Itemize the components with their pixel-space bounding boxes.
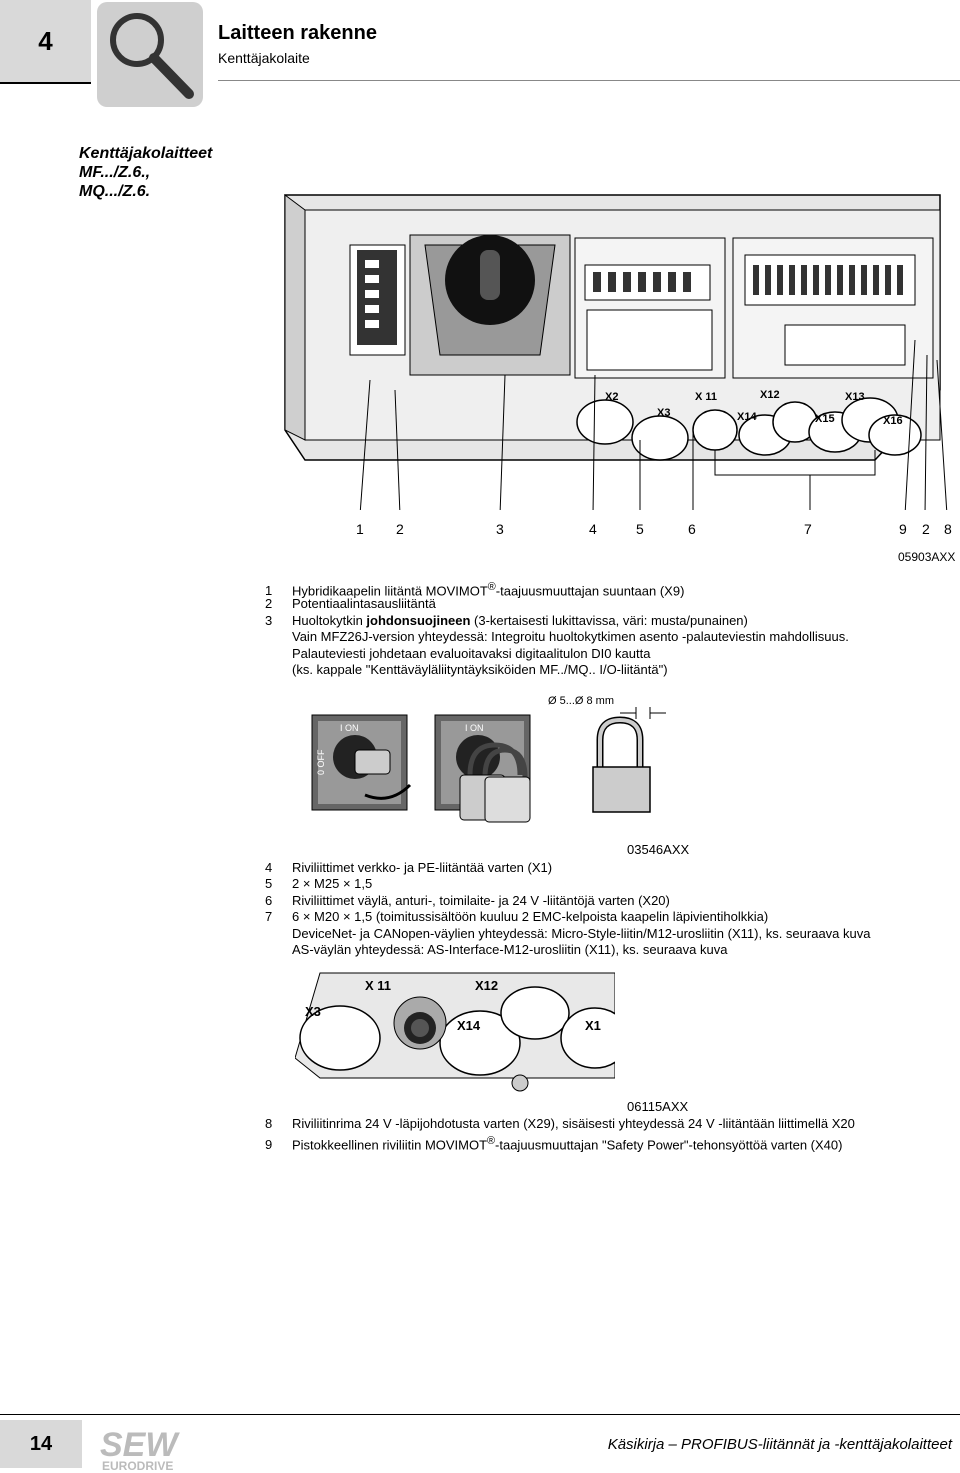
legend-text: Hybridikaapelin liitäntä MOVIMOT <box>292 583 488 599</box>
legend-text: -taajuusmuuttajan suuntaan (X9) <box>495 583 685 599</box>
legend-number: 9 <box>265 1137 273 1153</box>
connector-detail-figure: X 11 X12 X3 X14 X1 <box>295 972 615 1092</box>
legend-text: 6 × M20 × 1,5 (toimitussisältöön kuuluu … <box>292 909 769 924</box>
side-heading-line: Kenttäjakolaitteet <box>79 145 213 162</box>
callout-number: 7 <box>804 521 812 537</box>
legend-continuation: Palauteviesti johdetaan evaluoitavaksi d… <box>292 646 651 661</box>
callout-number: 6 <box>688 521 696 537</box>
legend-item: 3 Huoltokytkin johdonsuojineen (3-kertais… <box>265 613 748 630</box>
legend-continuation: Vain MFZ26J-version yhteydessä: Integroi… <box>292 629 849 644</box>
sew-eurodrive-logo: SEW EURODRIVE <box>100 1426 180 1472</box>
legend-number: 1 <box>265 583 273 599</box>
callout-number: 5 <box>636 521 644 537</box>
callout-number: 2 <box>922 521 930 537</box>
legend-item: 4 Riviliittimet verkko- ja PE-liitäntää v… <box>265 860 552 877</box>
switch-off-label: 0 OFF <box>316 749 326 775</box>
chapter-number-tab: 4 <box>0 0 91 84</box>
side-heading: Kenttäjakolaitteet MF.../Z.6., MQ.../Z.6… <box>79 144 259 201</box>
legend-continuation: DeviceNet- ja CANopen-väylien yhteydessä… <box>292 926 871 941</box>
legend-continuation: AS-väylän yhteydessä: AS-Interface-M12-u… <box>292 942 728 957</box>
callout-number: 3 <box>496 521 504 537</box>
switch-on-label: I ON <box>465 723 484 733</box>
registered-mark: ® <box>487 1135 496 1147</box>
chapter-number: 4 <box>38 25 53 56</box>
legend-number: 8 <box>265 1116 273 1131</box>
legend-item: 2 Potentiaalintasausliitäntä <box>265 596 436 613</box>
legend-text: Riviliittimet väylä, anturi-, toimilaite… <box>292 893 670 908</box>
magnifier-icon <box>97 2 203 107</box>
side-heading-line: MF.../Z.6., <box>79 164 151 181</box>
callout-number: 2 <box>396 521 404 537</box>
connector-label: X1 <box>585 1018 601 1033</box>
lock-diameter-label: Ø 5...Ø 8 mm <box>548 695 615 707</box>
legend-item: 5 2 × M25 × 1,5 <box>265 876 372 893</box>
figure-code: 03546AXX <box>627 842 690 857</box>
header-rule <box>218 80 960 81</box>
footer-rule <box>0 1414 960 1415</box>
connector-label: X3 <box>305 1004 321 1019</box>
legend-item: 1 Hybridikaapelin liitäntä MOVIMOT®-taaju… <box>265 579 684 600</box>
legend-number: 4 <box>265 860 273 875</box>
logo-subtext: EURODRIVE <box>102 1459 173 1472</box>
legend-number: 3 <box>265 613 273 628</box>
legend-number: 7 <box>265 909 273 924</box>
connector-label: X2 <box>605 391 618 403</box>
connector-label: X14 <box>457 1018 481 1033</box>
page-title: Laitteen rakenne <box>218 22 377 44</box>
footer-document-title: Käsikirja – PROFIBUS-liitännät ja -kentt… <box>607 1436 952 1453</box>
legend-number: 6 <box>265 893 273 908</box>
callout-number: 9 <box>899 521 907 537</box>
connector-label: X 11 <box>695 391 717 403</box>
field-distributor-figure: X2 X3 X 11 X12 X14 X15 X13 X16 <box>284 194 948 510</box>
legend-text: Huoltokytkin <box>292 613 367 628</box>
legend-number: 5 <box>265 876 273 891</box>
callout-number: 8 <box>944 521 952 537</box>
figure-code: 06115AXX <box>627 1099 689 1114</box>
legend-text: 2 × M25 × 1,5 <box>292 876 373 891</box>
legend-item: 8 Riviliitinrima 24 V -läpijohdotusta var… <box>265 1116 855 1133</box>
legend-item: 9 Pistokkeellinen riviliitin MOVIMOT®-taa… <box>265 1133 842 1154</box>
registered-mark: ® <box>487 581 496 593</box>
side-heading-line: MQ.../Z.6. <box>79 183 151 200</box>
connector-label: X12 <box>760 389 780 401</box>
connector-label: X14 <box>737 411 757 423</box>
switch-on-label: I ON <box>340 723 359 733</box>
legend-number: 2 <box>265 596 273 611</box>
logo-text: SEW <box>100 1426 180 1464</box>
legend-text: Potentiaalintasausliitäntä <box>292 596 436 611</box>
legend-item: 7 6 × M20 × 1,5 (toimitussisältöön kuuluu… <box>265 909 768 926</box>
connector-label: X3 <box>657 407 670 419</box>
connector-label: X 11 <box>365 978 391 993</box>
legend-continuation: (ks. kappale "Kenttäväyläliityntäyksiköi… <box>292 662 668 677</box>
connector-label: X15 <box>815 413 835 425</box>
legend-text: Pistokkeellinen riviliitin MOVIMOT <box>292 1137 488 1153</box>
page-number: 14 <box>0 1420 82 1468</box>
legend-item: 6 Riviliittimet väylä, anturi-, toimilait… <box>265 893 670 910</box>
switch-lock-figure: I ON 0 OFF I ON <box>311 707 666 823</box>
legend-text: Riviliittimet verkko- ja PE-liitäntää va… <box>292 860 553 875</box>
connector-label: X12 <box>475 978 498 993</box>
connector-label: X16 <box>883 415 903 427</box>
legend-text-bold: johdonsuojineen <box>366 613 471 628</box>
callout-number: 4 <box>589 521 597 537</box>
page-subtitle: Kenttäjakolaite <box>218 50 310 66</box>
legend-text: (3-kertaisesti lukittavissa, väri: musta… <box>470 613 748 628</box>
figure-code: 05903AXX <box>898 550 956 564</box>
callout-number: 1 <box>356 521 364 537</box>
connector-label: X13 <box>845 391 865 403</box>
legend-text: -taajuusmuuttajan "Safety Power"-tehonsy… <box>495 1137 843 1153</box>
legend-text: Riviliitinrima 24 V -läpijohdotusta vart… <box>292 1116 855 1131</box>
